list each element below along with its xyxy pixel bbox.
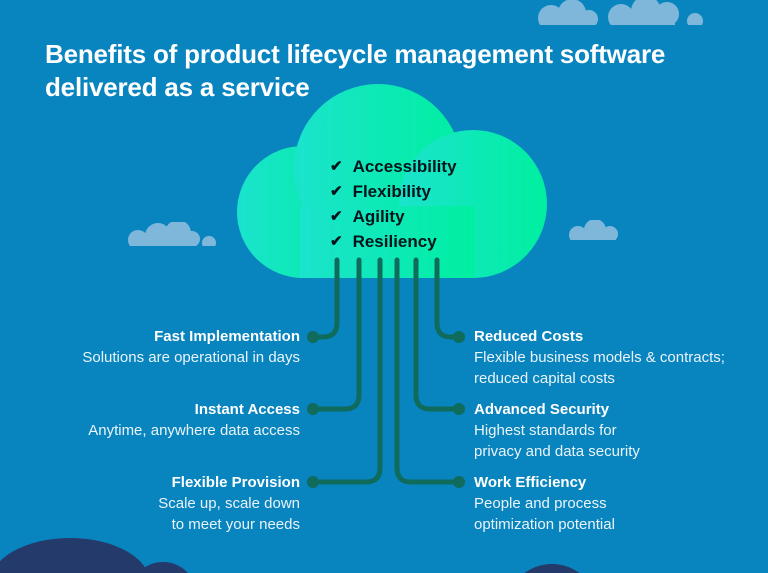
connector-reduced-costs	[434, 257, 459, 340]
connector-dot	[453, 476, 465, 488]
check-icon: ✔	[330, 183, 343, 200]
cloud-benefit-label: Accessibility	[352, 156, 457, 176]
benefit-description: Scale up, scale down to meet your needs	[158, 495, 300, 533]
connector-lines	[307, 257, 465, 488]
cloud-decoration-mid-left-puff	[202, 236, 216, 246]
benefit-description: Highest standards for privacy and data s…	[474, 422, 640, 460]
cloud-decoration-mid-right	[569, 220, 618, 240]
list-item: ✔ Accessibility	[330, 154, 457, 179]
connector-dot	[307, 476, 319, 488]
cloud-benefit-list: ✔ Accessibility ✔ Flexibility ✔ Agility …	[330, 154, 457, 254]
benefit-flexible-provision: Flexible Provision Scale up, scale down …	[158, 472, 300, 535]
benefit-description: People and process optimization potentia…	[474, 495, 615, 533]
benefit-reduced-costs: Reduced Costs Flexible business models &…	[474, 326, 725, 389]
list-item: ✔ Flexibility	[330, 179, 457, 204]
benefit-title: Advanced Security	[474, 401, 610, 418]
main-cloud-shape	[237, 84, 547, 278]
connector-flexible-provision	[313, 257, 383, 485]
cloud-decoration-top-right	[538, 0, 703, 25]
cloud-benefit-label: Agility	[352, 206, 405, 226]
connector-work-efficiency	[394, 257, 459, 485]
benefit-title: Fast Implementation	[154, 328, 300, 345]
benefit-title: Work Efficiency	[474, 474, 587, 491]
cloud-benefit-label: Flexibility	[352, 181, 431, 201]
connector-dot	[453, 403, 465, 415]
connector-advanced-security	[413, 257, 459, 412]
benefit-work-efficiency: Work Efficiency People and process optim…	[474, 472, 615, 535]
connector-dot	[307, 331, 319, 343]
benefit-title: Instant Access	[194, 401, 300, 418]
benefit-advanced-security: Advanced Security Highest standards for …	[474, 399, 640, 462]
benefit-description: Anytime, anywhere data access	[88, 422, 300, 439]
list-item: ✔ Resiliency	[330, 229, 457, 254]
cloud-decoration-bottom	[0, 538, 580, 573]
cloud-benefit-label: Resiliency	[352, 231, 437, 251]
connector-fast-implementation	[313, 257, 340, 340]
benefit-title: Reduced Costs	[474, 328, 584, 345]
check-icon: ✔	[330, 158, 343, 175]
page-title: Benefits of product lifecycle management…	[45, 39, 666, 102]
benefit-description: Solutions are operational in days	[82, 349, 300, 366]
benefit-title: Flexible Provision	[171, 474, 300, 491]
benefit-description: Flexible business models & contracts; re…	[474, 349, 725, 387]
list-item: ✔ Agility	[330, 204, 457, 229]
check-icon: ✔	[330, 233, 343, 250]
connector-dot	[307, 403, 319, 415]
cloud-decoration-mid-left	[128, 222, 200, 246]
check-icon: ✔	[330, 208, 343, 225]
benefit-instant-access: Instant Access Anytime, anywhere data ac…	[88, 399, 300, 441]
connector-instant-access	[313, 257, 362, 412]
connector-dot	[453, 331, 465, 343]
benefit-fast-implementation: Fast Implementation Solutions are operat…	[82, 326, 300, 368]
